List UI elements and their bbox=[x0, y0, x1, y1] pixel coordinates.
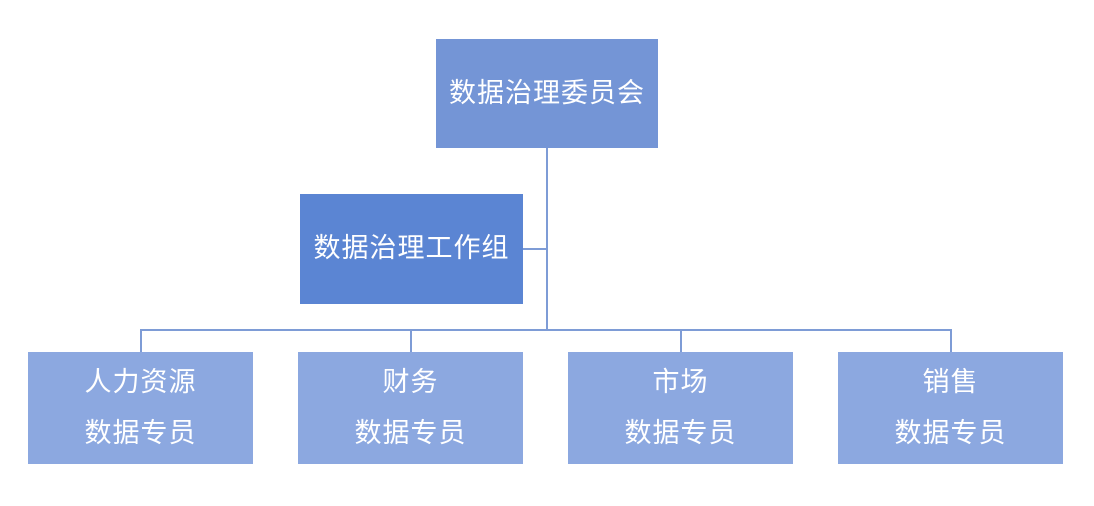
specialist-role: 数据专员 bbox=[624, 417, 737, 448]
specialist-department: 人力资源 bbox=[84, 367, 197, 398]
specialist-department: 财务 bbox=[382, 367, 439, 398]
connector-rail-horizontal bbox=[140, 329, 952, 331]
connector-workgroup-horizontal bbox=[523, 248, 547, 250]
specialist-department: 销售 bbox=[922, 367, 979, 398]
node-specialist-hr[interactable]: 人力资源 数据专员 bbox=[28, 352, 253, 464]
specialist-role: 数据专员 bbox=[354, 417, 467, 448]
specialist-department: 市场 bbox=[652, 367, 709, 398]
node-specialist-marketing[interactable]: 市场 数据专员 bbox=[568, 352, 793, 464]
node-label: 数据治理委员会 bbox=[449, 77, 645, 108]
node-data-governance-workgroup[interactable]: 数据治理工作组 bbox=[300, 194, 523, 304]
connector-stub-hr bbox=[140, 330, 142, 352]
specialist-role: 数据专员 bbox=[84, 417, 197, 448]
node-specialist-sales[interactable]: 销售 数据专员 bbox=[838, 352, 1063, 464]
node-data-governance-committee[interactable]: 数据治理委员会 bbox=[436, 39, 658, 148]
connector-trunk-vertical bbox=[546, 148, 548, 330]
connector-stub-marketing bbox=[680, 330, 682, 352]
connector-stub-sales bbox=[950, 330, 952, 352]
connector-stub-finance bbox=[410, 330, 412, 352]
node-label: 数据治理工作组 bbox=[313, 233, 510, 264]
node-specialist-finance[interactable]: 财务 数据专员 bbox=[298, 352, 523, 464]
specialist-role: 数据专员 bbox=[894, 417, 1007, 448]
